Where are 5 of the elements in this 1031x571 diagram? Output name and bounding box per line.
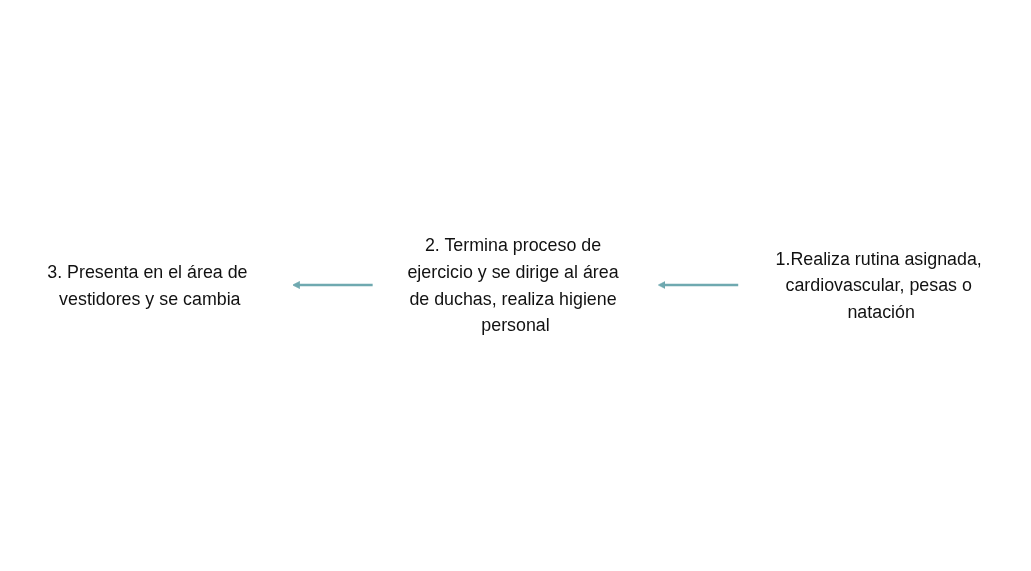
node-text: 3. Presenta en el área de vestidores y se cambia [47,262,248,309]
arrow [657,281,739,290]
arrow [292,281,373,290]
node-text: 1.Realiza rutina asignada, cardiovascular, pesas o natación [775,248,982,323]
node-text: 2. Termina proceso de ejercicio y se dirige al área de duchas, realiza higiene personal [407,235,619,336]
